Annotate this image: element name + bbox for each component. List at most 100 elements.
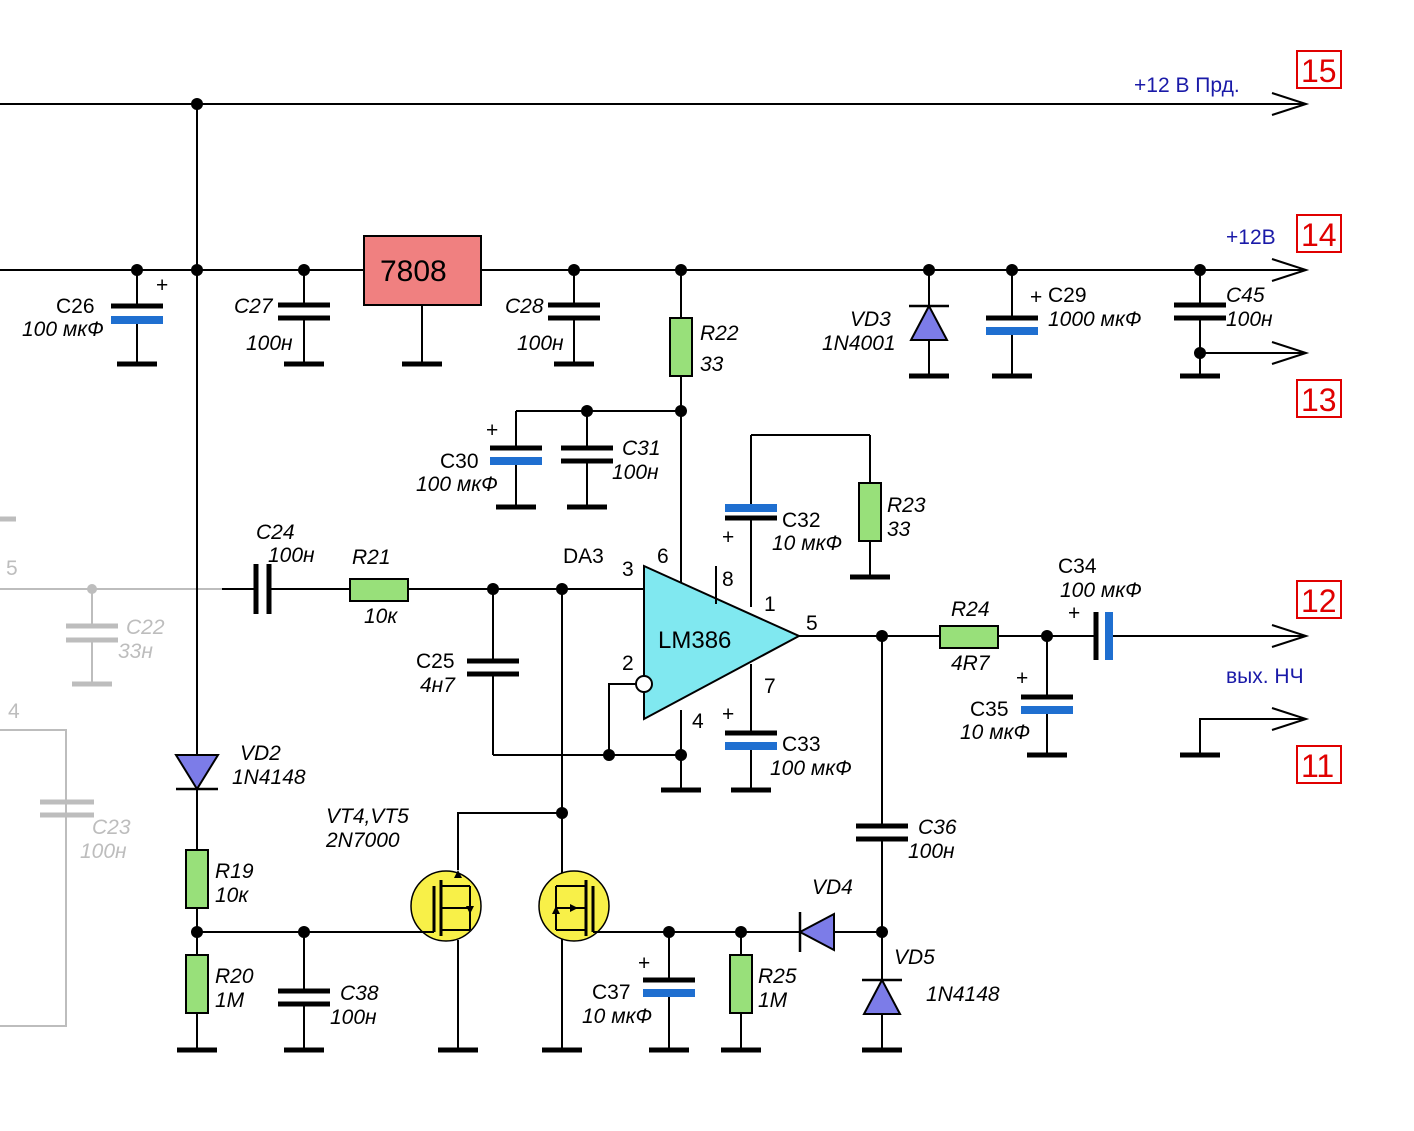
r21-ref: R21 <box>352 546 391 569</box>
c28-ref: C28 <box>505 295 544 318</box>
r20-ref: R20 <box>215 965 254 988</box>
rail-plus12-tx: +12 В Прд. <box>0 74 1310 116</box>
terminal-13-label: 13 <box>1301 382 1337 418</box>
rail-14-label: +12В <box>1226 226 1276 249</box>
c22-ref: C22 <box>126 616 165 639</box>
opamp-label: LM386 <box>658 627 731 654</box>
output-label: вых. НЧ <box>1226 665 1304 688</box>
transistor-vt4: VT4,VT5 2N7000 <box>325 805 562 1053</box>
terminal-11: 11 <box>1296 745 1342 784</box>
r20-val: 1М <box>215 989 245 1012</box>
r23-val: 33 <box>887 518 911 541</box>
opamp-lm386: LM386 DA3 3 6 8 1 5 2 4 7 <box>563 545 818 793</box>
c25-ref: C25 <box>416 650 455 673</box>
capacitor-c29: + C29 1000 мкФ <box>986 270 1142 379</box>
faded-node-4: 4 <box>8 700 20 723</box>
resistor-r19: R19 10к <box>185 849 254 955</box>
c27-ref: C27 <box>234 295 274 318</box>
c37-val: 10 мкФ <box>582 1005 652 1028</box>
r23-ref: R23 <box>887 494 926 517</box>
c31-ref: C31 <box>622 437 661 460</box>
c36-val: 100н <box>908 840 955 863</box>
terminal-11-label: 11 <box>1301 748 1334 784</box>
c35-ref: C35 <box>970 698 1009 721</box>
c38-ref: C38 <box>340 982 379 1005</box>
c26-plus: + <box>156 274 168 297</box>
c37-plus: + <box>638 952 650 975</box>
resistor-r23: R23 33 <box>850 435 926 580</box>
c30-ref: C30 <box>440 450 479 473</box>
terminal-13: 13 <box>1296 379 1342 418</box>
c29-ref: C29 <box>1048 284 1087 307</box>
r24-val: 4R7 <box>951 652 991 675</box>
diode-vd3: VD3 1N4001 <box>822 270 949 379</box>
capacitor-c35: + C35 10 мкФ <box>960 636 1073 758</box>
c29-val: 1000 мкФ <box>1048 308 1142 331</box>
vt45-val: 2N7000 <box>325 829 400 852</box>
ground-terminal-11 <box>1180 707 1310 758</box>
vd3-ref: VD3 <box>850 308 891 331</box>
c24-val: 100н <box>268 544 315 567</box>
c22-val: 33н <box>118 640 153 663</box>
capacitor-c34: + C34 100 мкФ вых. НЧ <box>1058 555 1310 688</box>
c34-plus: + <box>1068 602 1080 625</box>
pin-8: 8 <box>722 568 734 591</box>
terminal-14-label: 14 <box>1301 217 1337 253</box>
capacitor-c33: + C33 100 мкФ <box>722 664 852 793</box>
vd3-val: 1N4001 <box>822 332 896 355</box>
rail-15-label: +12 В Прд. <box>1134 74 1240 97</box>
faded-section: 5 C22 33н 4 C23 100н <box>0 516 222 1027</box>
c34-ref: C34 <box>1058 555 1097 578</box>
c35-val: 10 мкФ <box>960 721 1030 744</box>
vd2-val: 1N4148 <box>232 766 306 789</box>
c25-val: 4н7 <box>420 674 456 697</box>
c28-val: 100н <box>517 332 564 355</box>
c29-plus: + <box>1030 286 1042 309</box>
c33-ref: C33 <box>782 733 821 756</box>
resistor-r21: R21 10к <box>349 546 644 628</box>
c32-plus: + <box>722 526 734 549</box>
pin-6: 6 <box>657 545 669 568</box>
transistor-vt5 <box>538 870 747 942</box>
c34-val: 100 мкФ <box>1060 579 1142 602</box>
c33-plus: + <box>722 703 734 726</box>
vd5-ref: VD5 <box>894 946 935 969</box>
da3-ref: DA3 <box>563 545 604 568</box>
r19-ref: R19 <box>215 860 254 883</box>
c24-ref: C24 <box>256 521 295 544</box>
c32-ref: C32 <box>782 509 821 532</box>
r21-val: 10к <box>364 605 398 628</box>
pin-3: 3 <box>622 558 634 581</box>
pin-4: 4 <box>692 710 704 733</box>
capacitor-c37: + C37 10 мкФ <box>582 932 695 1053</box>
r22-ref: R22 <box>700 322 739 345</box>
r24-ref: R24 <box>951 598 990 621</box>
c33-val: 100 мкФ <box>770 757 852 780</box>
c27-val: 100н <box>246 332 293 355</box>
pin-7: 7 <box>764 675 776 698</box>
diode-vd5: VD5 1N4148 <box>862 946 1000 1053</box>
c37-ref: C37 <box>592 981 631 1004</box>
capacitor-c32: + C32 10 мкФ <box>722 434 870 607</box>
c38-val: 100н <box>330 1006 377 1029</box>
r19-val: 10к <box>215 884 249 907</box>
capacitor-c25: C25 4н7 <box>416 589 687 761</box>
capacitor-c30: + C30 100 мкФ <box>416 411 542 510</box>
vd2-ref: VD2 <box>240 742 281 765</box>
c30-val: 100 мкФ <box>416 473 498 496</box>
pin-5: 5 <box>806 612 818 635</box>
capacitor-c45: C45 100н <box>1174 270 1310 379</box>
c45-ref: C45 <box>1226 284 1265 307</box>
rail-plus12: +12В <box>0 226 1310 282</box>
c31-val: 100н <box>612 461 659 484</box>
capacitor-c27: C27 100н <box>234 270 330 367</box>
capacitor-c28: C28 100н <box>505 270 600 367</box>
c23-val: 100н <box>80 840 127 863</box>
c30-plus: + <box>486 419 498 442</box>
pin-1: 1 <box>764 593 776 616</box>
diode-vd4: VD4 <box>741 876 882 952</box>
r25-val: 1М <box>758 989 788 1012</box>
terminal-15: 15 <box>1296 50 1342 89</box>
c26-val: 100 мкФ <box>22 318 104 341</box>
capacitor-c36: C36 100н <box>856 636 957 1050</box>
